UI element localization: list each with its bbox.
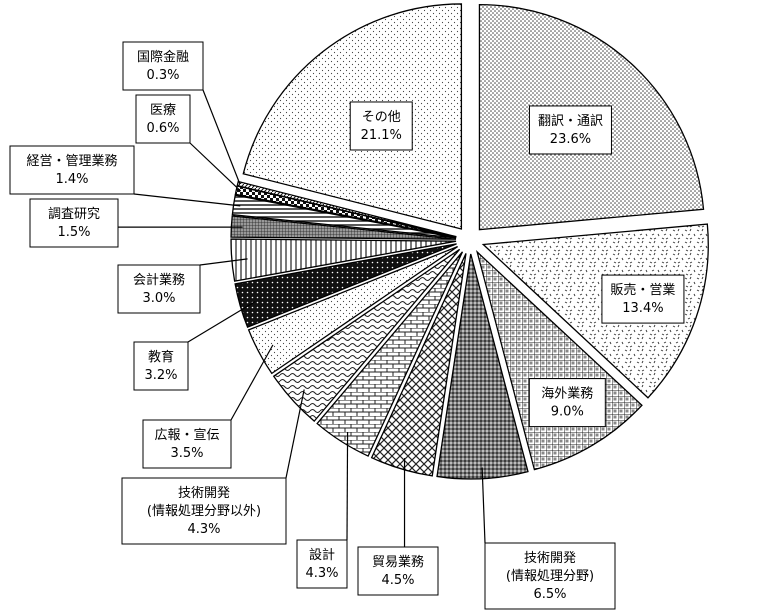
leader-line	[346, 432, 349, 541]
data-label-category: 国際金融	[137, 49, 189, 65]
leader-line	[481, 467, 486, 544]
data-label-box	[142, 419, 232, 469]
data-label-category: 調査研究	[48, 207, 100, 222]
leader-line	[199, 258, 248, 266]
data-label-category: 貿易業務	[372, 554, 424, 570]
data-label-category: 技術開発	[524, 551, 576, 566]
data-label-value: 13.4%	[622, 301, 663, 316]
data-label-box	[117, 264, 201, 314]
data-label-value: 3.2%	[144, 368, 177, 383]
leader-line	[285, 389, 305, 479]
leader-line	[187, 300, 256, 343]
data-label-category: 販売・営業	[610, 282, 675, 298]
leader-line	[189, 142, 242, 192]
data-label-value: 21.1%	[361, 128, 402, 143]
data-label-value: 3.0%	[142, 291, 175, 306]
data-label-box	[357, 546, 439, 596]
pie-slice	[247, 245, 459, 375]
leader-line	[202, 89, 241, 185]
data-label-box	[29, 198, 119, 248]
pie-slice	[272, 248, 461, 423]
data-label-box	[296, 539, 348, 589]
data-label-box	[121, 477, 287, 545]
data-label-category: 医療	[150, 103, 176, 118]
data-label-category: (情報処理分野)	[506, 569, 594, 584]
data-label-category: 翻訳・通訳	[538, 114, 603, 129]
pie-slice	[481, 223, 709, 399]
data-label-box	[349, 101, 413, 151]
leader-line	[230, 344, 274, 421]
data-label-box	[9, 145, 135, 195]
data-label-value: 4.3%	[305, 566, 338, 581]
data-label-value: 0.6%	[146, 121, 179, 136]
data-label-value: 3.5%	[170, 446, 203, 461]
data-label-value: 1.4%	[55, 172, 88, 187]
data-label-category: 広報・宣伝	[154, 427, 219, 443]
data-label-category: 技術開発	[178, 486, 230, 501]
data-label-box	[528, 378, 606, 428]
data-label-box	[528, 105, 612, 155]
data-label-category: 会計業務	[133, 272, 185, 288]
data-label-value: 4.3%	[187, 522, 220, 537]
data-label-value: 0.3%	[146, 68, 179, 83]
data-label-value: 1.5%	[57, 225, 90, 240]
data-label-category: その他	[362, 110, 401, 125]
data-label-value: 23.6%	[550, 132, 591, 147]
leader-line	[133, 193, 241, 207]
data-label-box	[135, 94, 191, 144]
data-label-category: (情報処理分野以外)	[147, 504, 261, 519]
data-label-value: 6.5%	[533, 587, 566, 602]
data-label-value: 9.0%	[551, 405, 584, 420]
data-label-box	[133, 341, 189, 391]
pie-slice	[230, 238, 457, 282]
data-label-category: 海外業務	[541, 386, 593, 402]
pie-slice	[234, 243, 457, 329]
data-label-box	[122, 41, 204, 91]
data-label-box	[484, 542, 616, 610]
pie-slice	[230, 215, 457, 240]
data-label-category: 設計	[309, 547, 335, 563]
pie-slice	[316, 251, 464, 457]
pie-slice	[370, 253, 467, 477]
data-label-box	[601, 274, 685, 324]
data-label-value: 4.5%	[381, 573, 414, 588]
pie-slice	[236, 180, 457, 238]
data-label-category: 経営・管理業務	[26, 153, 117, 169]
data-label-category: 教育	[148, 349, 174, 365]
